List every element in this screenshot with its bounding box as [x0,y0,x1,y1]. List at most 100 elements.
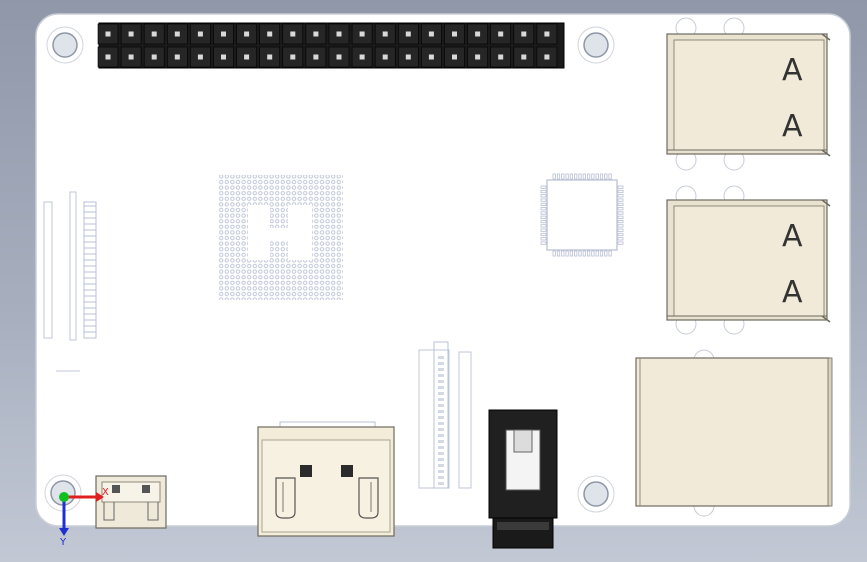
qfn-pad [540,211,547,215]
qfn-pad [608,250,612,257]
gpio-pin [174,31,180,37]
gpio-pin [521,31,527,37]
gpio-pin [359,54,365,60]
qfn-pad [574,173,578,180]
qfn-pad [587,173,591,180]
camera-connector-contact [438,458,444,461]
qfn-pad [617,207,624,211]
qfn-pad [578,250,582,257]
qfn-pad [617,194,624,198]
gpio-pin [405,31,411,37]
camera-connector-contact [438,476,444,479]
gpio-pin [267,31,273,37]
qfn-pad [552,173,556,180]
gpio-pin [151,31,157,37]
camera-connector-contact [438,416,444,419]
usb-port-top: A A [666,17,831,171]
gpio-pin [498,31,504,37]
qfn-pad [591,250,595,257]
camera-connector-contact [438,380,444,383]
qfn-pad [540,207,547,211]
qfn-pad [578,173,582,180]
usb-contact-glyph: A [782,109,803,144]
qfn-pad [599,173,604,180]
gpio-pin [244,31,250,37]
camera-connector-contact [438,464,444,467]
camera-connector-contact [438,440,444,443]
gpio-pin [452,31,457,37]
gpio-pin [382,54,388,60]
qfn-pad [587,250,591,257]
gpio-pin [359,31,365,37]
gpio-pin [128,31,134,37]
camera-connector-contact [438,362,444,365]
qfn-pad [595,173,599,180]
camera-connector-contact [438,374,444,377]
usb-contact-glyph: A [782,53,803,88]
camera-connector-contact [438,392,444,395]
qfn-pad [617,211,624,215]
qfn-pad [617,202,624,206]
camera-connector-contact [438,422,444,425]
gpio-pin [428,54,434,60]
camera-connector-contact [438,356,444,359]
usb-port-bottom: A A [666,185,831,335]
gpio-pin [197,54,203,60]
qfn-pad [540,224,547,228]
qfn-pad [617,228,624,232]
gpio-pin [105,31,111,37]
gpio-pin [475,54,481,60]
qfn-chip [540,173,624,257]
gpio-pin [498,54,504,60]
camera-connector [418,341,472,489]
micro-usb-port [95,475,167,529]
qfn-pad [569,250,574,257]
qfn-pad [556,250,561,257]
mounting-hole-bottom-right [577,475,615,513]
qfn-pad [595,250,599,257]
qfn-pad [565,250,569,257]
qfn-pad [604,173,608,180]
qfn-pad [565,173,569,180]
gpio-pin [267,54,273,60]
qfn-pad [561,250,565,257]
qfn-pad [582,250,586,257]
camera-connector-contact [438,446,444,449]
qfn-pad [574,250,578,257]
qfn-pad [540,219,547,224]
camera-connector-contact [438,452,444,455]
axis-triad[interactable]: X Y [59,487,109,548]
camera-connector-contact [438,434,444,437]
gpio-pin [221,54,226,60]
usb-contact-glyph: A [782,275,803,310]
gpio-pin [475,31,481,37]
camera-connector-contact [438,428,444,431]
gpio-pin [382,31,388,37]
gpio-pin [313,31,319,37]
camera-connector-contact [438,368,444,371]
camera-connector-contact [438,410,444,413]
qfn-pad [540,241,547,245]
gpio-pin [544,54,550,60]
gpio-pin [174,54,180,60]
qfn-pad [540,185,547,189]
x-axis-arrowhead [96,492,104,502]
qfn-pad [591,173,595,180]
qfn-pad [617,241,624,245]
camera-connector-contact [438,398,444,401]
qfn-pad [569,173,574,180]
ethernet-port [635,349,833,517]
gpio-pin [290,54,296,60]
gpio-pin [336,31,342,37]
qfn-pad [556,173,561,180]
mounting-hole-top-right [577,26,615,64]
hdmi-port [257,421,395,537]
y-axis-arrowhead [59,528,69,536]
qfn-pad [540,215,547,219]
gpio-pin [313,54,319,60]
x-axis-label: X [102,487,109,498]
qfn-pad [617,185,624,189]
gpio-pin [244,54,250,60]
qfn-pad [540,237,547,241]
